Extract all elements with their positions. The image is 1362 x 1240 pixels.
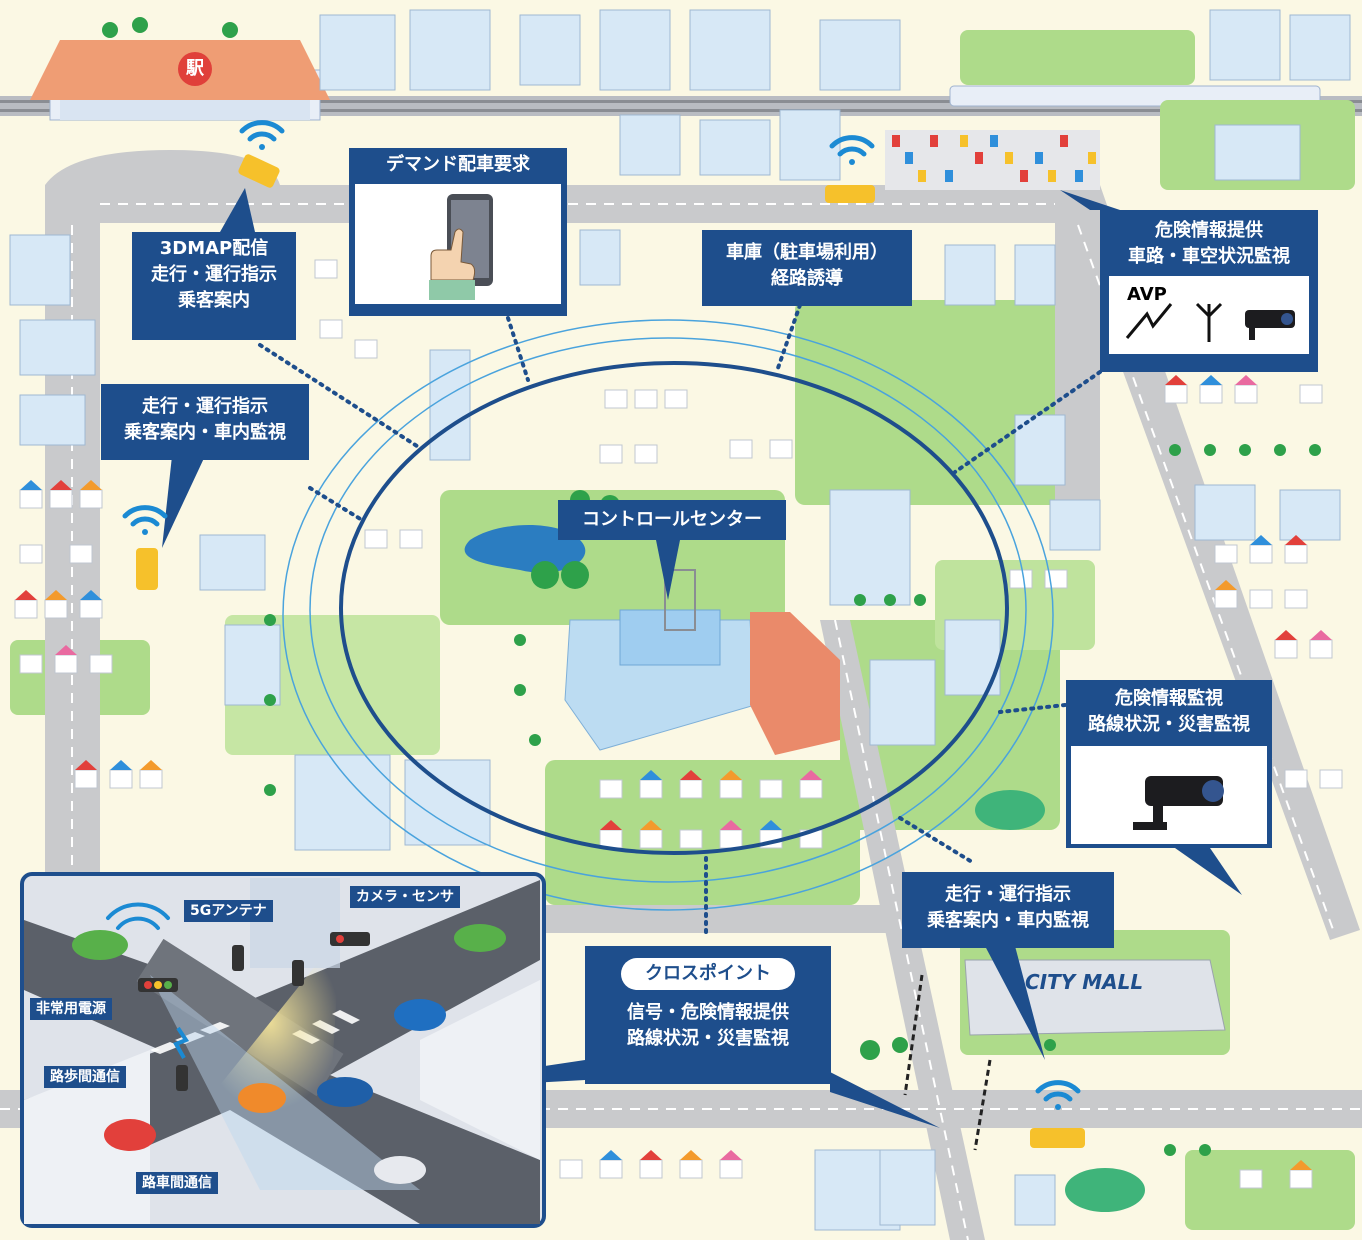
callout-hazard-monitor: 危険情報監視 路線状況・災害監視: [1066, 680, 1272, 848]
parking-lot: [885, 130, 1100, 190]
station-building: [30, 40, 330, 121]
plaza: [1065, 1168, 1145, 1212]
traffic-light-icon: [138, 932, 370, 1091]
callout-left-bus: 走行・運行指示 乗客案内・車内監視: [101, 384, 309, 460]
station-sign: 駅: [178, 52, 212, 86]
demand-label: デマンド配車要求: [386, 154, 530, 175]
lightning-icon: [1125, 303, 1173, 339]
label-road-pedestrian-comm: 路歩間通信: [44, 1066, 126, 1088]
label-5g-antenna: 5Gアンテナ: [184, 900, 273, 922]
railway: [0, 85, 1362, 116]
car-icon: [72, 924, 506, 1184]
callout-crosspoint: クロスポイント 信号・危険情報提供 路線状況・災害監視: [585, 946, 831, 1084]
callout-garage: 車庫（駐車場利用） 経路誘導: [702, 230, 912, 306]
network-rings: [282, 319, 1054, 911]
wifi-icon: [122, 120, 1081, 1110]
callout-demand-dispatch: デマンド配車要求: [349, 148, 567, 316]
callout-bottom-right-bus: 走行・運行指示 乗客案内・車内監視: [902, 872, 1114, 948]
bus-icon: [136, 154, 1085, 1148]
avp-label: AVP: [1127, 284, 1167, 305]
houses: [14, 259, 1343, 1189]
camera-icon: [1133, 776, 1224, 830]
callout-control-center: コントロールセンター: [558, 500, 786, 540]
label-camera-sensor: カメラ・センサ: [350, 886, 460, 908]
dotted-connectors: [258, 303, 1102, 940]
label-road-vehicle-comm: 路車間通信: [136, 1172, 218, 1194]
pond: [464, 525, 586, 573]
label-emergency-power: 非常用電源: [30, 998, 112, 1020]
callout-hazard-info: 危険情報提供 車路・車空状況監視 AVP: [1100, 210, 1318, 372]
avp-panel: AVP: [1109, 276, 1309, 354]
mall-name: CITY MALL: [1025, 970, 1144, 994]
smartphone-icon: [429, 194, 493, 300]
smartphone-panel: [355, 184, 561, 304]
callout-3dmap: 3DMAP配信 走行・運行指示 乗客案内: [132, 232, 296, 340]
fountain: [975, 790, 1045, 830]
camera-icon: [1245, 310, 1295, 340]
trees: [102, 17, 1321, 1156]
antenna-icon: [1195, 302, 1223, 342]
camera-panel: [1071, 746, 1267, 844]
railroad-crossing: [903, 974, 992, 1151]
intersection-inset: [20, 872, 546, 1228]
crosspoint-title: クロスポイント: [621, 958, 795, 990]
lightning-icon: [173, 1026, 190, 1059]
buildings: [9, 9, 1351, 1231]
